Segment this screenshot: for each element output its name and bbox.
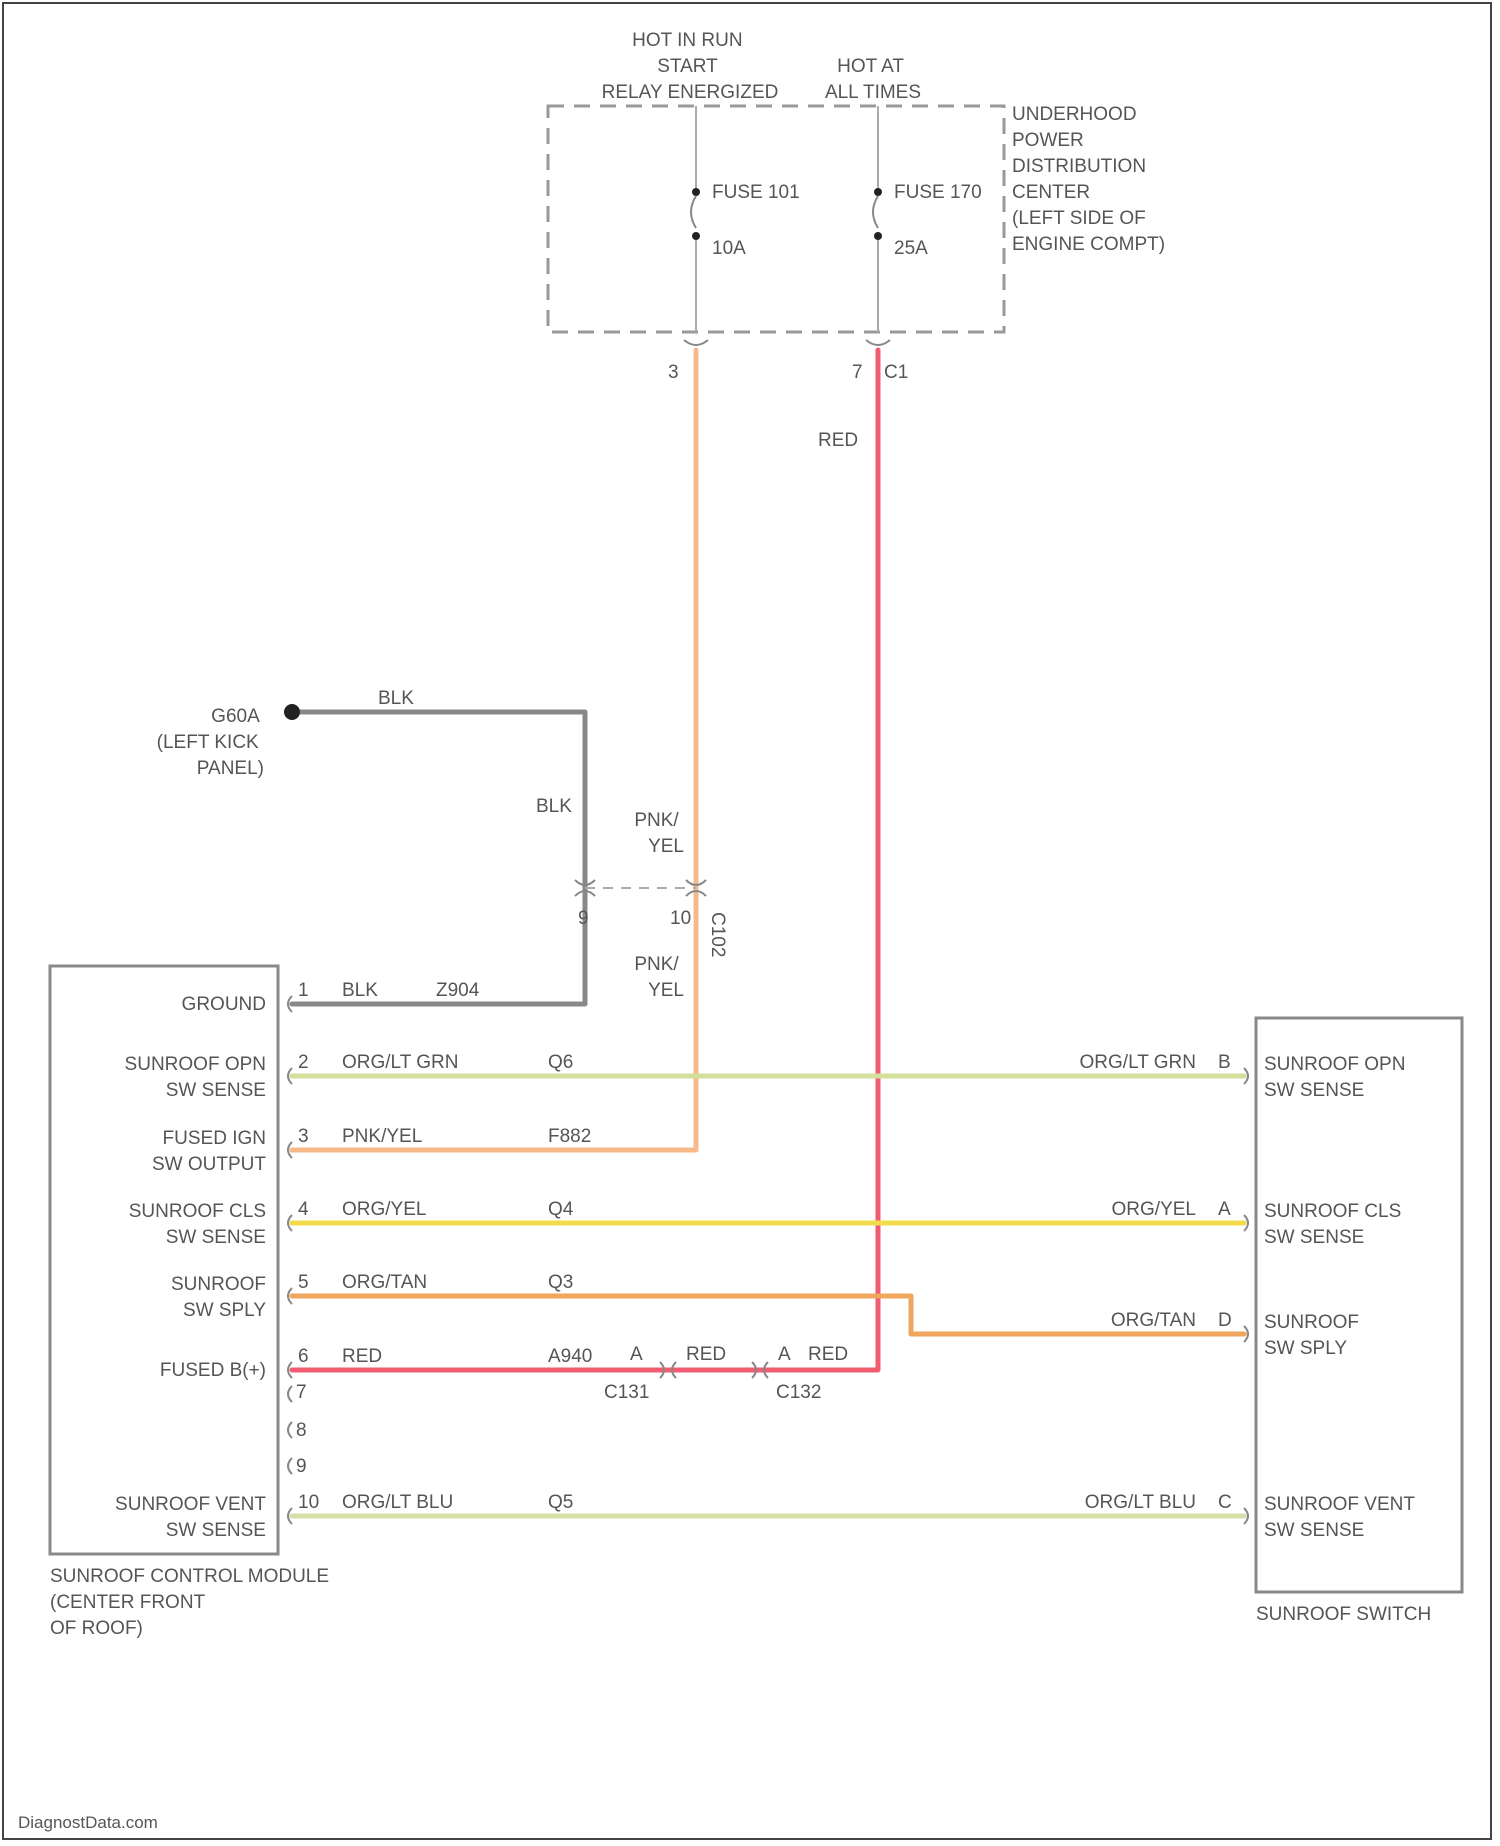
fuse-101-name: FUSE 101 xyxy=(712,182,800,203)
ground-point: G60A (LEFT KICK PANEL) BLK BLK xyxy=(157,688,573,817)
switch-pin-letter: B xyxy=(1218,1052,1231,1073)
power-distribution-center: HOT IN RUN START RELAY ENERGIZED HOT AT … xyxy=(548,30,1165,383)
module-wire-color: ORG/LT GRN xyxy=(342,1052,458,1073)
fuse-170-rating: 25A xyxy=(894,238,928,259)
module-circuit-id: F882 xyxy=(548,1126,591,1147)
module-wire-color: ORG/TAN xyxy=(342,1272,427,1293)
module-circuit-id: Q5 xyxy=(548,1492,573,1513)
pnk-yel-wire xyxy=(292,350,696,1150)
splice-connector-c102: 9 10 C102 PNK/ YEL PNK/ YEL xyxy=(575,810,728,1001)
watermark: DiagnostData.com xyxy=(18,1813,158,1832)
fuse-170-name: FUSE 170 xyxy=(894,182,982,203)
switch-pin-letter: C xyxy=(1218,1492,1232,1513)
module-circuit-id: Q4 xyxy=(548,1199,574,1220)
module-pin-number: 3 xyxy=(298,1126,309,1147)
c132-name: C132 xyxy=(776,1382,821,1403)
module-circuit-id: Q3 xyxy=(548,1272,573,1293)
module-row: GROUND 1 BLK Z904 xyxy=(182,980,480,1015)
module-wire-color: BLK xyxy=(342,980,378,1001)
red-feed-color: RED xyxy=(818,430,858,451)
module-wire-color: PNK/YEL xyxy=(342,1126,422,1147)
switch-wire-color: ORG/TAN xyxy=(1111,1310,1196,1331)
switch-wire-color: ORG/YEL xyxy=(1112,1199,1196,1220)
diagram-frame xyxy=(3,3,1491,1839)
splice-connector-name: C102 xyxy=(707,912,728,957)
switch-pin-letter: A xyxy=(1218,1199,1231,1220)
switch-wire-color: ORG/LT BLU xyxy=(1085,1492,1196,1513)
module-pin-number: 4 xyxy=(298,1199,309,1220)
module-unused-pin-icon xyxy=(288,1386,292,1474)
module-unused-pin-9: 9 xyxy=(296,1456,307,1477)
switch-wire-color: ORG/LT GRN xyxy=(1080,1052,1196,1073)
module-wire-color: ORG/YEL xyxy=(342,1199,426,1220)
module-circuit-id: A940 xyxy=(548,1346,592,1367)
switch-label: SUNROOF SWITCH xyxy=(1256,1604,1431,1625)
power-center-label: UNDERHOOD POWER DISTRIBUTION CENTER (LEF… xyxy=(1012,104,1165,255)
module-pin-number: 6 xyxy=(298,1346,309,1367)
ground-label: G60A (LEFT KICK PANEL) xyxy=(157,706,264,779)
module-unused-pin-8: 8 xyxy=(296,1420,307,1441)
fuse-170: FUSE 170 25A 7 C1 xyxy=(852,106,982,383)
module-wire-color: ORG/LT BLU xyxy=(342,1492,453,1513)
fuse-170-pin: 7 xyxy=(852,362,863,383)
ground-wire-color: BLK xyxy=(378,688,414,709)
module-pin-number: 5 xyxy=(298,1272,309,1293)
module-wire-color: RED xyxy=(342,1346,382,1367)
fuse-101-pin-icon xyxy=(684,340,708,345)
c131-color: RED xyxy=(686,1344,726,1365)
fuse-170-connector: C1 xyxy=(884,362,908,383)
c131-name: C131 xyxy=(604,1382,649,1403)
blk-ground-wire xyxy=(290,712,585,1004)
splice-bottom-color: PNK/ YEL xyxy=(634,954,684,1001)
module-pin-name: FUSED B(+) xyxy=(160,1360,266,1381)
module-unused-pin-7: 7 xyxy=(296,1382,307,1403)
c132-pin: A xyxy=(778,1344,791,1365)
fuse-101-pin: 3 xyxy=(668,362,679,383)
sunroof-control-module: SUNROOF CONTROL MODULE (CENTER FRONT OF … xyxy=(50,966,592,1639)
switch-pin-letter: D xyxy=(1218,1310,1232,1331)
splice-left-pin: 9 xyxy=(578,908,589,929)
fuse-101-rating: 10A xyxy=(712,238,746,259)
module-pin-number: 2 xyxy=(298,1052,309,1073)
module-row: FUSED B(+) 6 RED A940 xyxy=(160,1346,592,1381)
fuse-101: FUSE 101 10A 3 xyxy=(668,106,800,383)
org-tan-wire xyxy=(292,1296,1244,1334)
inline-connectors: RED A RED C131 A RED C132 xyxy=(604,430,858,1403)
splice-right-pin: 10 xyxy=(670,908,691,929)
ground-wire-color-lower: BLK xyxy=(536,796,572,817)
splice-top-color: PNK/ YEL xyxy=(634,810,684,857)
module-pin-name: GROUND xyxy=(182,994,266,1015)
module-label: SUNROOF CONTROL MODULE (CENTER FRONT OF … xyxy=(50,1566,334,1639)
fuse-170-pin-icon xyxy=(866,340,890,345)
module-circuit-id: Z904 xyxy=(436,980,480,1001)
module-circuit-id: Q6 xyxy=(548,1052,573,1073)
module-pin-number: 10 xyxy=(298,1492,319,1513)
c132-color: RED xyxy=(808,1344,848,1365)
power-center-dashed-box xyxy=(548,106,1004,332)
hot-in-run-label: HOT IN RUN START RELAY ENERGIZED xyxy=(602,30,779,103)
c131-pin: A xyxy=(630,1344,643,1365)
module-pin-number: 1 xyxy=(298,980,309,1001)
ground-icon xyxy=(284,704,300,720)
hot-at-all-times-label: HOT AT ALL TIMES xyxy=(825,56,921,103)
